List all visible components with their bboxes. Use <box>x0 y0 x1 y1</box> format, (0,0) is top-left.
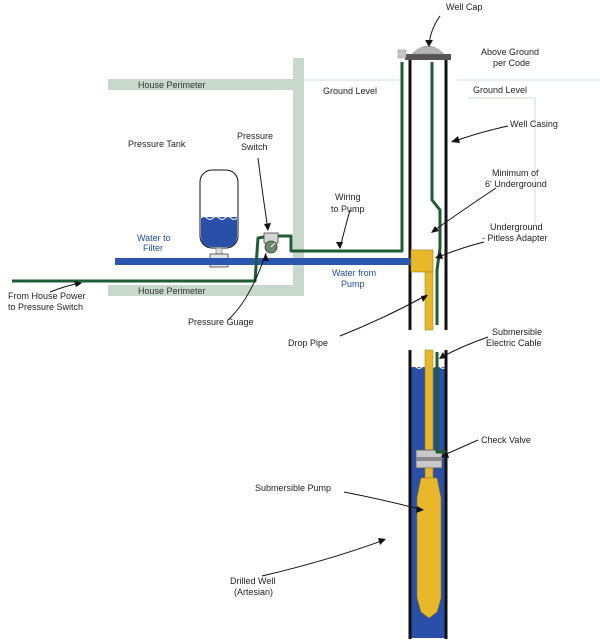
leader-pressure-switch <box>257 157 269 231</box>
label-underground-2: - Pitless Adapter <box>482 233 548 243</box>
ground-lines <box>304 79 600 225</box>
label-wiring-2: to Pump <box>331 204 365 214</box>
arrowhead-submersible-pump <box>416 506 424 513</box>
pump-wire-horizontal <box>270 62 404 253</box>
check-valve-band <box>416 457 442 461</box>
arrowhead-house-power <box>74 281 82 287</box>
label-drilled-well-2: (Artesian) <box>234 587 273 597</box>
drop-pipe-lower <box>424 349 434 451</box>
arrowhead-well-casing <box>451 136 460 143</box>
water-to-filter-line <box>115 258 293 265</box>
label-check-valve: Check Valve <box>481 435 531 445</box>
pressure-tank-neck <box>215 247 223 255</box>
label-house-power-1: From House Power <box>8 291 86 301</box>
label-submersible-pump: Submersible Pump <box>255 483 331 493</box>
pressure-tank-water-surface <box>200 216 238 220</box>
house-perimeter <box>108 58 304 296</box>
label-submersible-cable-1: Submersible <box>492 327 542 337</box>
label-minimum-1: Minimum of <box>492 168 539 178</box>
well-cap-plate <box>405 54 451 60</box>
pressure-tank-water <box>201 217 237 247</box>
label-water-from-pump-1: Water from <box>332 268 376 278</box>
arrowhead-pressure-switch <box>264 223 271 231</box>
label-house-power-2: to Pressure Switch <box>8 302 83 312</box>
arrowhead-minimum <box>431 226 439 233</box>
label-above-ground-2: per Code <box>493 58 530 68</box>
leader-pitless <box>435 241 485 259</box>
well-cap-vent <box>397 49 407 59</box>
arrowhead-drilled-well <box>378 538 386 545</box>
house-wall-right <box>293 58 304 296</box>
well-casing <box>408 58 448 639</box>
arrowhead-submersible-cable <box>439 352 446 359</box>
label-well-casing: Well Casing <box>510 119 558 129</box>
arrowheads <box>74 40 460 545</box>
label-water-to-filter-2: Filter <box>143 243 163 253</box>
label-house-perimeter-bottom: House Perimeter <box>138 286 206 296</box>
arrowhead-drop-pipe <box>421 295 428 302</box>
leader-minimum <box>431 187 497 233</box>
label-house-perimeter-top: House Perimeter <box>138 80 206 90</box>
label-above-ground-1: Above Ground <box>481 47 539 57</box>
pressure-gauge-needle <box>270 242 276 248</box>
label-pressure-switch-1: Pressure <box>237 131 273 141</box>
pump-connector <box>424 467 434 479</box>
label-wiring-1: Wiring <box>335 192 361 202</box>
arrowhead-pitless <box>435 252 443 259</box>
label-water-to-filter-1: Water to <box>137 233 171 243</box>
submersible-cable <box>435 352 446 454</box>
leader-drilled-well <box>261 539 385 577</box>
labels: Well Cap Above Ground per Code Ground Le… <box>8 2 558 597</box>
arrowhead-wiring <box>336 242 343 249</box>
label-drop-pipe: Drop Pipe <box>288 338 328 348</box>
arrowhead-pressure-gauge <box>262 254 269 261</box>
label-submersible-cable-2: Electric Cable <box>486 338 542 348</box>
label-well-cap: Well Cap <box>446 2 482 12</box>
submersible-pump-body <box>416 477 442 619</box>
label-minimum-2: 6' Underground <box>485 179 547 189</box>
drop-pipe-upper <box>424 271 434 331</box>
water-through-wall <box>293 258 304 265</box>
leader-pressure-gauge <box>227 252 267 321</box>
well-cap-dome <box>411 45 445 55</box>
arrowhead-check-valve <box>441 451 449 458</box>
label-drilled-well-1: Drilled Well <box>230 576 275 586</box>
label-underground-1: Underground <box>490 222 543 232</box>
leader-well-casing <box>451 125 509 143</box>
label-pressure-switch-2: Switch <box>241 142 268 152</box>
pump-wire-in-casing <box>430 62 442 325</box>
house-wall-top <box>108 79 304 90</box>
leader-submersible-pump <box>343 491 424 511</box>
label-pressure-tank: Pressure Tank <box>128 139 186 149</box>
water-lines <box>115 258 412 265</box>
leader-drop-pipe <box>339 294 428 337</box>
pitless-adapter <box>410 249 434 273</box>
label-water-from-pump-2: Pump <box>341 279 365 289</box>
drop-pipe <box>410 249 443 619</box>
pressure-tank <box>199 169 239 268</box>
label-ground-level-left: Ground Level <box>323 86 377 96</box>
wiring <box>12 62 446 454</box>
water-from-pump-line <box>304 258 412 265</box>
label-pressure-gauge: Pressure Guage <box>188 317 254 327</box>
well-cap <box>397 45 451 60</box>
pressure-gauge <box>264 240 278 254</box>
house-wall-bottom <box>108 285 304 296</box>
arrowhead-well-cap <box>425 40 433 47</box>
label-ground-level-right: Ground Level <box>473 85 527 95</box>
